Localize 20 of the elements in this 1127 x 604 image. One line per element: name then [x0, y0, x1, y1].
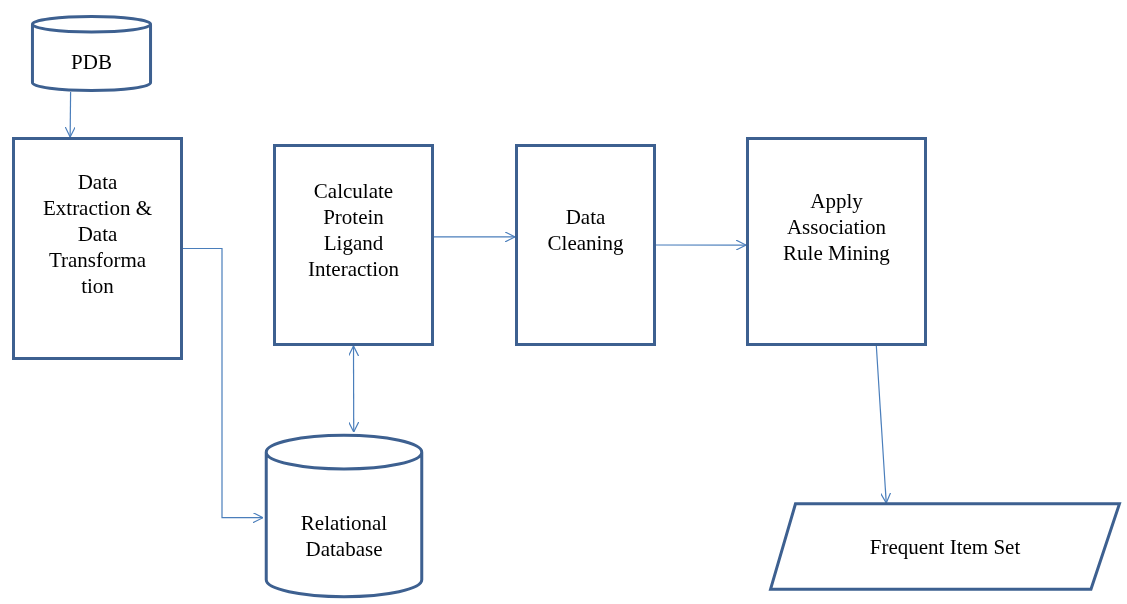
process-box	[273, 144, 434, 346]
node-label: Frequent Item Set	[869, 533, 1021, 560]
database-cylinder	[263, 432, 425, 600]
node-label: PDB	[71, 48, 112, 75]
arrow	[64, 91, 76, 138]
arrow	[347, 345, 360, 433]
node-label: Data Extraction & Data Transforma tion	[41, 168, 154, 299]
node-label: Apply Association Rule Mining	[782, 187, 891, 266]
process-box	[746, 137, 927, 346]
arrow	[875, 345, 892, 504]
process-box	[515, 144, 656, 346]
data-parallelogram	[767, 503, 1123, 590]
arrow	[655, 239, 747, 251]
arrow	[433, 231, 516, 243]
database-cylinder	[30, 15, 153, 92]
node-label: Calculate Protein Ligand Interaction	[307, 178, 400, 282]
node-label: Data Cleaning	[546, 204, 625, 256]
process-box	[12, 137, 183, 360]
node-label: Relational Database	[299, 510, 389, 562]
arrow	[182, 247, 264, 524]
